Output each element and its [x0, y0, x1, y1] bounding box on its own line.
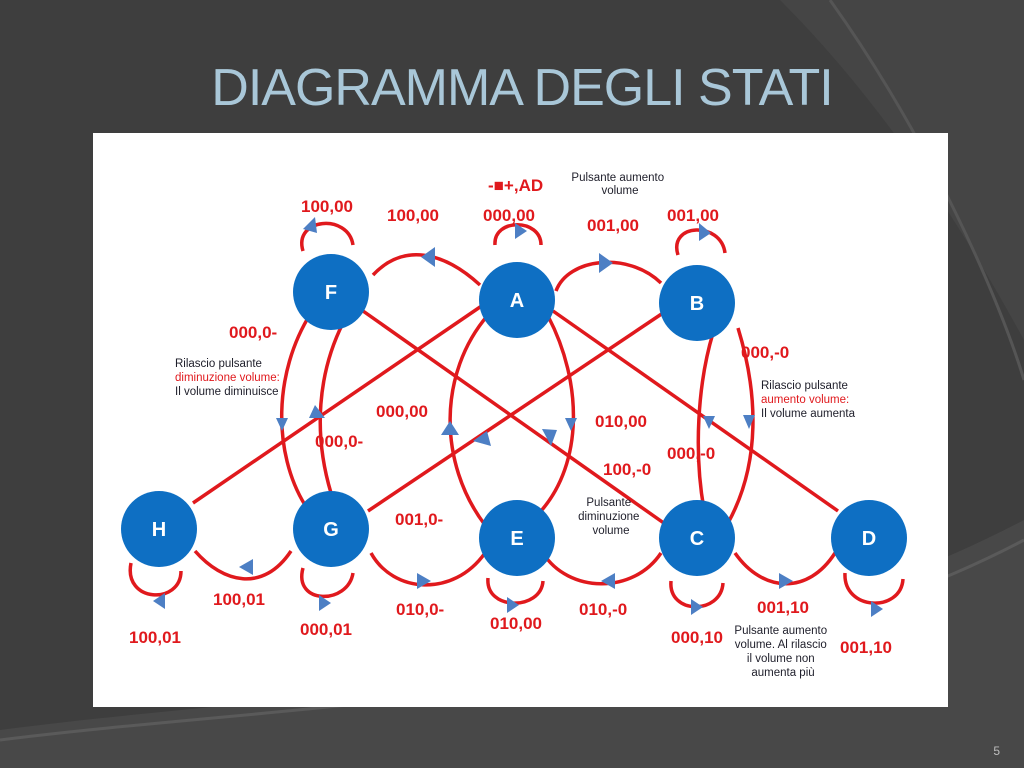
- node-label: B: [690, 293, 704, 315]
- edge-b-c: [726, 327, 755, 524]
- self-loop-b: [675, 228, 727, 256]
- node-label: F: [325, 282, 337, 304]
- edge-e-a: [448, 313, 490, 527]
- arrowhead: [699, 223, 711, 241]
- state-node-g: G: [293, 491, 369, 567]
- edge-g-b: [367, 311, 664, 513]
- edge-label-b-self: 001,00: [667, 206, 719, 225]
- arrowhead: [421, 247, 435, 267]
- edge-label-e-c: 010,-0: [579, 600, 627, 619]
- self-loop-d: [843, 572, 905, 605]
- arrowhead: [871, 601, 883, 617]
- arrowhead: [239, 559, 253, 575]
- edge-label-g-h: 100,01: [213, 590, 265, 609]
- arrowhead: [542, 429, 557, 446]
- edge-label-a-b: 001,00: [587, 216, 639, 235]
- self-loop-f: [300, 221, 355, 252]
- edge-a-e: [539, 315, 576, 513]
- arrowhead: [507, 597, 519, 613]
- edge-label-g-f: 000,0-: [315, 432, 363, 451]
- edge-label-a-e: 010,00: [595, 412, 647, 431]
- arrowhead: [441, 421, 459, 435]
- node-label: H: [152, 519, 166, 541]
- edge-a-b: [554, 260, 663, 292]
- edge-f-c: [361, 309, 670, 528]
- edge-c-b: [696, 332, 715, 516]
- arrowhead: [703, 416, 715, 429]
- edge-f-g: [279, 312, 313, 506]
- node-label: C: [690, 528, 704, 550]
- edge-label-d-self: 001,10: [840, 638, 892, 657]
- edge-a-d: [551, 309, 840, 513]
- node-label: D: [862, 528, 876, 550]
- edge-label-f-c: 100,-0: [603, 460, 651, 479]
- edge-g-h: [193, 549, 293, 581]
- diagram-panel: F A B H G E C D -■+,AD: [93, 133, 948, 707]
- arrowhead: [319, 595, 331, 611]
- arrowhead: [309, 405, 325, 418]
- arrowhead: [473, 431, 491, 446]
- edge-label-b-c: 000,-0: [741, 343, 789, 362]
- self-loop-c: [669, 580, 725, 609]
- edge-labels-group: -■+,AD 100,00 100,00 000,00 001,00 001,0…: [129, 176, 892, 657]
- edge-label-f-g: 000,0-: [229, 323, 277, 342]
- edge-label-h-self: 100,01: [129, 628, 181, 647]
- node-label: G: [323, 519, 339, 541]
- edge-e-c: [541, 552, 663, 586]
- edge-label-a-f: 100,00: [387, 206, 439, 225]
- note-diminuzione: Pulsante diminuzione volume: [578, 493, 644, 537]
- note-rilascio-aumento: Rilascio pulsante aumento volume: Il vol…: [761, 376, 856, 420]
- annotations-group: Pulsante aumento volume Rilascio pulsant…: [175, 168, 856, 679]
- state-node-a: A: [479, 262, 555, 338]
- edge-label-g-self: 000,01: [300, 620, 352, 639]
- note-rilascio-diminuzione: Rilascio pulsante diminuzione volume: Il…: [175, 354, 284, 398]
- state-node-f: F: [293, 254, 369, 330]
- edge-label-a-self: 000,00: [483, 206, 535, 225]
- arrowhead: [153, 593, 165, 609]
- state-node-h: H: [121, 491, 197, 567]
- edge-g-f: [318, 322, 345, 494]
- arrowheads-group: [153, 217, 883, 617]
- arrowhead: [417, 573, 431, 589]
- self-loop-h: [128, 562, 183, 597]
- arrowhead: [515, 223, 527, 239]
- state-node-d: D: [831, 500, 907, 576]
- edge-label-c-self: 000,10: [671, 628, 723, 647]
- state-node-b: B: [659, 265, 735, 341]
- arrowhead: [599, 253, 613, 273]
- edge-label-c-b: 000,-0: [667, 444, 715, 463]
- edge-label-g-e: 001,0-: [395, 510, 443, 529]
- self-loop-e: [486, 577, 545, 605]
- arrowhead: [276, 418, 288, 431]
- note-aumento-bottom: Pulsante aumento volume. Al rilascio il …: [734, 621, 831, 679]
- page-number: 5: [993, 744, 1000, 758]
- note-aumento-top: Pulsante aumento volume: [571, 168, 668, 197]
- state-node-e: E: [479, 500, 555, 576]
- state-node-c: C: [659, 500, 735, 576]
- arrowhead: [691, 599, 703, 615]
- self-loop-g: [300, 567, 355, 599]
- node-label: E: [510, 528, 523, 550]
- arrowhead: [565, 418, 577, 431]
- slide-title: DIAGRAMMA DEGLI STATI: [211, 59, 833, 117]
- state-diagram: F A B H G E C D -■+,AD: [121, 168, 907, 679]
- edge-label-e-a: 000,00: [376, 402, 428, 421]
- edge-label-c-d: 001,10: [757, 598, 809, 617]
- arrowhead: [779, 573, 793, 589]
- nodes-group: F A B H G E C D: [121, 254, 907, 576]
- header-label: -■+,AD: [488, 176, 543, 195]
- arrowhead: [743, 415, 755, 429]
- arrowhead: [303, 217, 317, 233]
- arrowhead: [601, 573, 615, 589]
- edge-label-g-e-bottom: 010,0-: [396, 600, 444, 619]
- edge-label-e-self: 010,00: [490, 614, 542, 633]
- edge-label-f-self: 100,00: [301, 197, 353, 216]
- edge-h-a: [192, 303, 484, 505]
- node-label: A: [510, 290, 524, 312]
